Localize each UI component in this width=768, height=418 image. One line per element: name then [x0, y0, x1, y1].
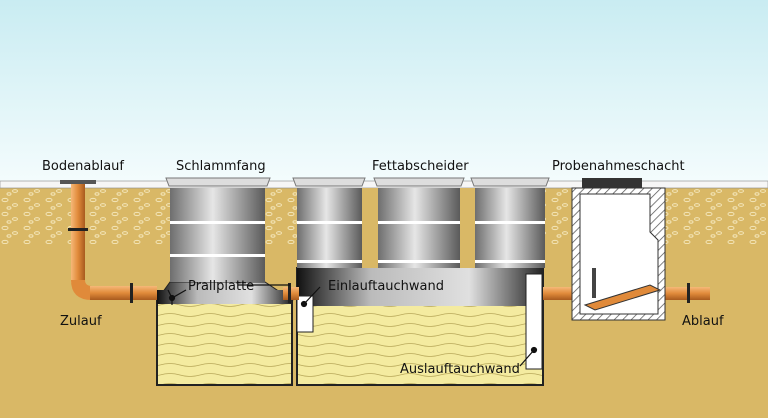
label-auslauftauchwand: Auslauftauchwand [400, 362, 520, 377]
label-zulauf: Zulauf [60, 314, 102, 329]
label-ablauf: Ablauf [682, 314, 724, 329]
label-probenahmeschacht: Probenahmeschacht [552, 159, 685, 174]
auslauf-baffle [525, 273, 543, 370]
label-bodenablauf: Bodenablauf [42, 159, 124, 174]
probenahmeschacht [571, 178, 666, 321]
einlauf-baffle [296, 295, 314, 333]
leader-lines [167, 284, 538, 367]
label-fettabscheider: Fettabscheider [372, 159, 469, 174]
label-prallplatte: Prallplatte [188, 279, 254, 294]
label-einlauftauchwand: Einlauftauchwand [328, 279, 444, 294]
sky [0, 0, 768, 182]
schlammfang-tank [156, 177, 294, 386]
pipes [60, 180, 710, 303]
label-schlammfang: Schlammfang [176, 159, 266, 174]
fettabscheider-tank [292, 177, 550, 386]
